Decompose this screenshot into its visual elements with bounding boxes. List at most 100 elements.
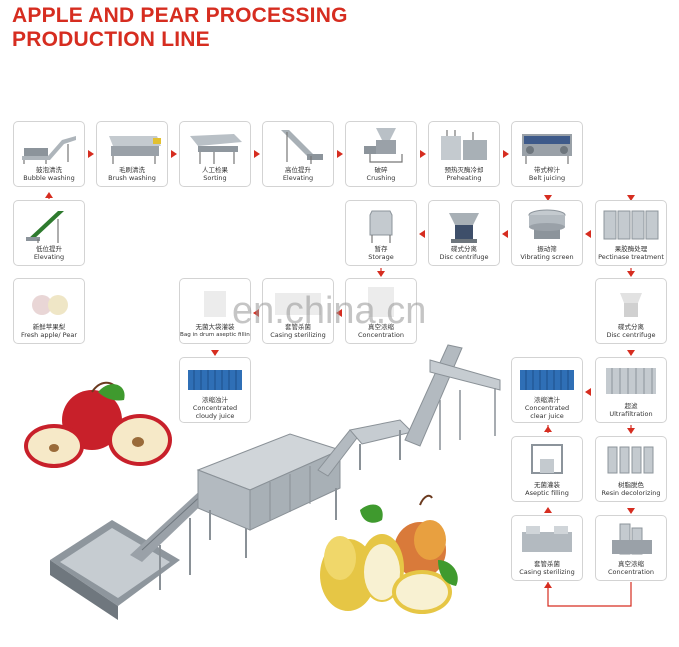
sterilizer-icon <box>275 293 321 315</box>
arrow-down <box>627 350 635 356</box>
step-en: Concentration <box>608 568 654 576</box>
arrow-up <box>544 582 552 588</box>
arrow-left <box>336 309 342 317</box>
filler-icon <box>204 291 226 317</box>
step-zh: 毛刷清洗 <box>119 166 145 174</box>
step-zh: 果胶酶处理 <box>614 245 648 253</box>
step-zh: 碟式分离 <box>451 245 477 253</box>
step-concentration-1: 真空浓缩 Concentration <box>345 278 417 344</box>
fruit-icon <box>32 295 68 315</box>
arrow-down <box>627 195 635 201</box>
step-zh: 碟式分离 <box>618 323 644 331</box>
centrifuge-icon <box>620 293 642 317</box>
step-zh: 鼓泡清洗 <box>36 166 62 174</box>
step-zh: 真空浓缩 <box>368 323 394 331</box>
step-disc-centrifuge-2: 碟式分离 Disc centrifuge <box>595 278 667 344</box>
step-crushing: 破碎 Crushing <box>345 121 417 187</box>
step-fresh-apple-pear: 新鲜苹果梨 Fresh apple/ Pear <box>13 278 85 344</box>
step-en: Vibrating screen <box>520 253 574 261</box>
arrow-right <box>337 150 343 158</box>
step-vibrating-screen: 振动筛 Vibrating screen <box>511 200 583 266</box>
step-aseptic-filling: 无菌灌装 Aseptic filling <box>511 436 583 502</box>
step-preheating: 预热灭酶冷却 Preheating <box>428 121 500 187</box>
arrow-left <box>585 388 591 396</box>
step-en: Concentrated <box>524 404 570 412</box>
step-elevating-low: 低位提升 Elevating <box>13 200 85 266</box>
step-resin-decolorizing: 树脂脱色 Resin decolorizing <box>595 436 667 502</box>
vibrating-screen-icon <box>528 209 566 239</box>
step-en: Sorting <box>203 174 227 182</box>
step-en: Bag in drum aseptic filling <box>180 332 251 338</box>
step-zh: 超滤 <box>624 402 638 410</box>
evaporator-icon <box>612 523 652 555</box>
step-en: Concentrated <box>192 404 238 412</box>
step-zh: 人工检果 <box>202 166 228 174</box>
step-en: Resin decolorizing <box>601 489 661 497</box>
step-concentrated-clear-juice: 浓缩清汁 Concentrated clear juice <box>511 357 583 423</box>
sorting-table-icon <box>190 134 242 164</box>
arrow-right <box>171 150 177 158</box>
step-en-2: clear juice <box>530 412 564 420</box>
step-en: Aseptic filling <box>525 489 569 497</box>
step-belt-juicing: 带式榨汁 Belt juicing <box>511 121 583 187</box>
arrow-down <box>211 350 219 356</box>
crusher-icon <box>364 128 403 163</box>
step-storage: 暂存 Storage <box>345 200 417 266</box>
arrow-down <box>627 428 635 434</box>
arrow-down <box>544 195 552 201</box>
step-casing-sterilizing-2: 套管杀菌 Casing sterilizing <box>511 515 583 581</box>
storage-tank-icon <box>369 210 393 243</box>
step-sorting: 人工检果 Sorting <box>179 121 251 187</box>
step-zh: 真空浓缩 <box>618 560 644 568</box>
step-en: Elevating <box>282 174 314 182</box>
arrow-right <box>254 150 260 158</box>
step-en: Brush washing <box>108 174 156 182</box>
evaporator-icon <box>368 287 394 317</box>
step-en: Storage <box>368 253 394 261</box>
step-en: Fresh apple/ Pear <box>20 331 77 339</box>
step-en: Preheating <box>446 174 482 182</box>
arrow-left <box>585 230 591 238</box>
title-line-2: PRODUCTION LINE <box>12 28 210 51</box>
apples <box>24 381 172 468</box>
step-concentration-2: 真空浓缩 Concentration <box>595 515 667 581</box>
step-en-2: cloudy juice <box>195 412 235 420</box>
step-zh: 带式榨汁 <box>534 166 560 174</box>
arrow-up <box>544 507 552 513</box>
elevator-icon <box>281 130 323 164</box>
arrow-down <box>627 271 635 277</box>
middle-conveyor <box>317 419 413 477</box>
belt-press-icon <box>522 134 572 164</box>
step-disc-centrifuge: 碟式分离 Disc centrifuge <box>428 200 500 266</box>
washer <box>196 433 342 558</box>
arrow-left <box>419 230 425 238</box>
step-en: Casing sterilizing <box>270 331 326 339</box>
step-zh: 无菌灌装 <box>534 481 560 489</box>
arrow-right <box>420 150 426 158</box>
step-zh: 浓缩清汁 <box>534 396 560 404</box>
arrow-right <box>503 150 509 158</box>
step-zh: 破碎 <box>374 166 388 174</box>
elevator-icon <box>26 211 64 243</box>
step-bubble-washing: 鼓泡清洗 Bubble washing <box>13 121 85 187</box>
step-en: Disc centrifuge <box>606 331 656 339</box>
heat-exchanger-icon <box>441 130 487 160</box>
step-zh: 浓缩浊汁 <box>202 396 228 404</box>
arrow-down <box>377 271 385 277</box>
resin-columns-icon <box>607 446 654 474</box>
step-bag-drum-filling: 无菌大袋灌装 Bag in drum aseptic filling <box>179 278 251 344</box>
step-zh: 套管杀菌 <box>534 560 560 568</box>
step-zh: 树脂脱色 <box>618 481 644 489</box>
step-en: Disc centrifuge <box>439 253 489 261</box>
step-zh: 高位提升 <box>285 166 311 174</box>
step-zh: 振动筛 <box>537 245 557 253</box>
arrow-up <box>544 426 552 432</box>
step-zh: 预热灭酶冷却 <box>444 166 484 174</box>
washer-machine-icon <box>22 136 76 164</box>
centrifuge-icon <box>449 213 479 243</box>
step-en: Concentration <box>358 331 404 339</box>
step-en: Bubble washing <box>23 174 75 182</box>
arrow-right <box>88 150 94 158</box>
arrow-up <box>45 192 53 198</box>
